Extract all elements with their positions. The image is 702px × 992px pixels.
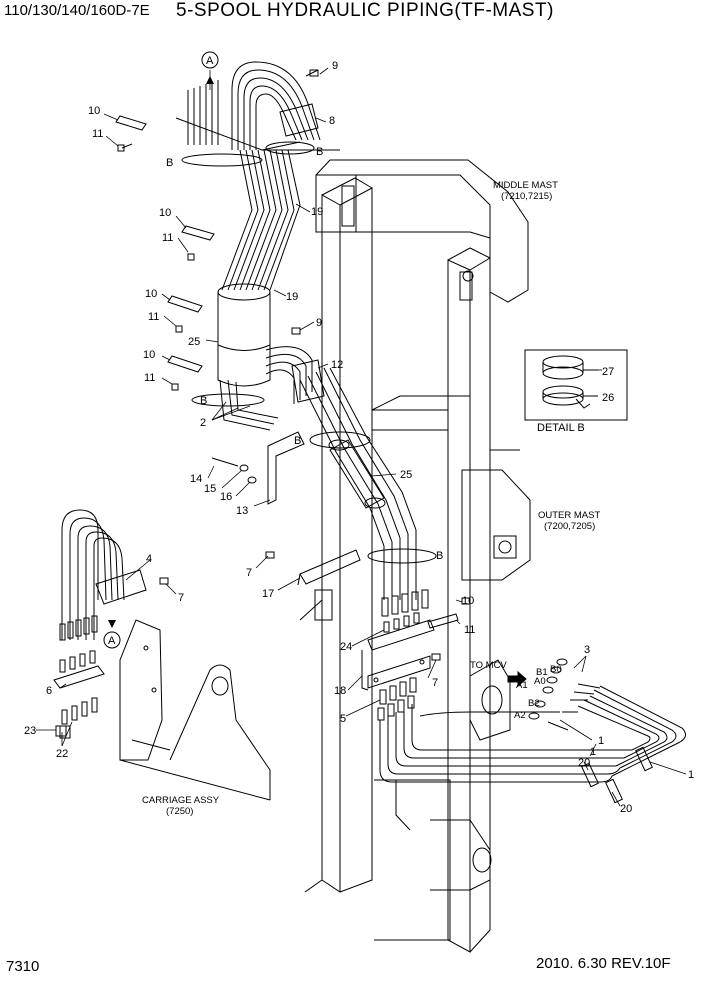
revision-date: 2010. 6.30 REV.10F — [536, 955, 671, 972]
callout-1: 1 — [590, 746, 596, 758]
upper-hose-bundle — [175, 61, 437, 617]
callout-17: 17 — [262, 588, 274, 600]
outer-mast-code: (7200,7205) — [544, 521, 595, 532]
page-title: 5-SPOOL HYDRAULIC PIPING(TF-MAST) — [176, 0, 554, 21]
marker-b: B — [436, 550, 443, 562]
marker-a-top: A — [206, 55, 214, 67]
callout-11: 11 — [162, 232, 173, 244]
marker-a-left: A — [108, 635, 116, 647]
callout-26: 26 — [602, 392, 614, 404]
callout-7: 7 — [246, 567, 252, 579]
leader-lines — [36, 67, 687, 807]
hardware — [55, 69, 471, 737]
callout-11: 11 — [148, 311, 159, 323]
callout-6: 6 — [46, 685, 52, 697]
to-mcv-caption: TO MCV — [470, 660, 507, 671]
callout-10: 10 — [143, 349, 155, 361]
port-a1: A1 — [516, 680, 528, 691]
callout-10: 10 — [462, 595, 474, 607]
callout-1: 1 — [598, 735, 604, 747]
pipes-to-mcv — [379, 658, 686, 804]
callout-27: 27 — [602, 366, 614, 378]
port-b0: B0 — [550, 664, 562, 675]
inner-mast-frame — [299, 159, 531, 953]
callout-24: 24 — [340, 641, 352, 653]
callout-5: 5 — [340, 713, 346, 725]
marker-b: B — [200, 395, 207, 407]
callout-25: 25 — [188, 336, 200, 348]
brackets — [267, 431, 361, 586]
carriage-code: (7250) — [166, 806, 193, 817]
model-number: 110/130/140/160D-7E — [4, 2, 150, 19]
outer-mast-caption: OUTER MAST — [538, 510, 600, 521]
page-number: 7310 — [6, 958, 40, 975]
carriage-assy — [53, 509, 271, 801]
callout-9: 9 — [316, 317, 322, 329]
callout-10: 10 — [145, 288, 157, 300]
callout-11: 11 — [464, 624, 475, 636]
port-labels: B1 A1 A0 B0 B2 A2 — [514, 664, 562, 721]
callout-25: 25 — [400, 469, 412, 481]
callout-7: 7 — [178, 592, 184, 604]
callout-23: 23 — [24, 725, 36, 737]
port-a0: A0 — [534, 676, 546, 687]
callout-20: 20 — [578, 757, 590, 769]
callout-11: 11 — [92, 128, 103, 140]
marker-b: B — [166, 157, 173, 169]
callout-19: 19 — [286, 291, 298, 303]
callout-13: 13 — [236, 505, 248, 517]
manifold-block — [361, 612, 435, 721]
callout-19: 19 — [311, 206, 323, 218]
callout-10: 10 — [159, 207, 171, 219]
callout-1: 1 — [688, 769, 694, 781]
callout-12: 12 — [331, 359, 343, 371]
callout-14: 14 — [190, 473, 202, 485]
port-b1: B1 — [536, 667, 548, 678]
detail-b-box — [524, 349, 628, 421]
arrow-down-icon — [108, 620, 116, 628]
port-a2: A2 — [514, 710, 526, 721]
marker-circles — [103, 51, 219, 649]
marker-b: B — [294, 435, 301, 447]
callout-18: 18 — [334, 685, 346, 697]
callout-15: 15 — [204, 483, 216, 495]
callout-20: 20 — [620, 803, 632, 815]
part-callouts: 9 10 11 8 19 10 11 19 10 11 9 25 10 12 1… — [24, 60, 694, 815]
marker-b: B — [316, 146, 323, 158]
middle-mast-code: (7210,7215) — [501, 191, 552, 202]
callout-11: 11 — [144, 372, 155, 384]
middle-mast-caption: MIDDLE MAST — [493, 180, 558, 191]
assembly-captions: MIDDLE MAST (7210,7215) OUTER MAST (7200… — [142, 180, 600, 817]
callout-3: 3 — [584, 644, 590, 656]
callout-8: 8 — [329, 115, 335, 127]
port-b2: B2 — [528, 698, 540, 709]
callout-7: 7 — [432, 677, 438, 689]
arrow-up-icon — [206, 76, 214, 84]
callout-22: 22 — [56, 748, 68, 760]
callout-9: 9 — [332, 60, 338, 72]
callout-4: 4 — [146, 553, 152, 565]
detail-b-caption: DETAIL B — [537, 422, 585, 434]
callout-10: 10 — [88, 105, 100, 117]
callout-16: 16 — [220, 491, 232, 503]
carriage-caption: CARRIAGE ASSY — [142, 795, 220, 806]
callout-2: 2 — [200, 417, 206, 429]
marker-letters: A A B B B B B — [108, 55, 443, 647]
